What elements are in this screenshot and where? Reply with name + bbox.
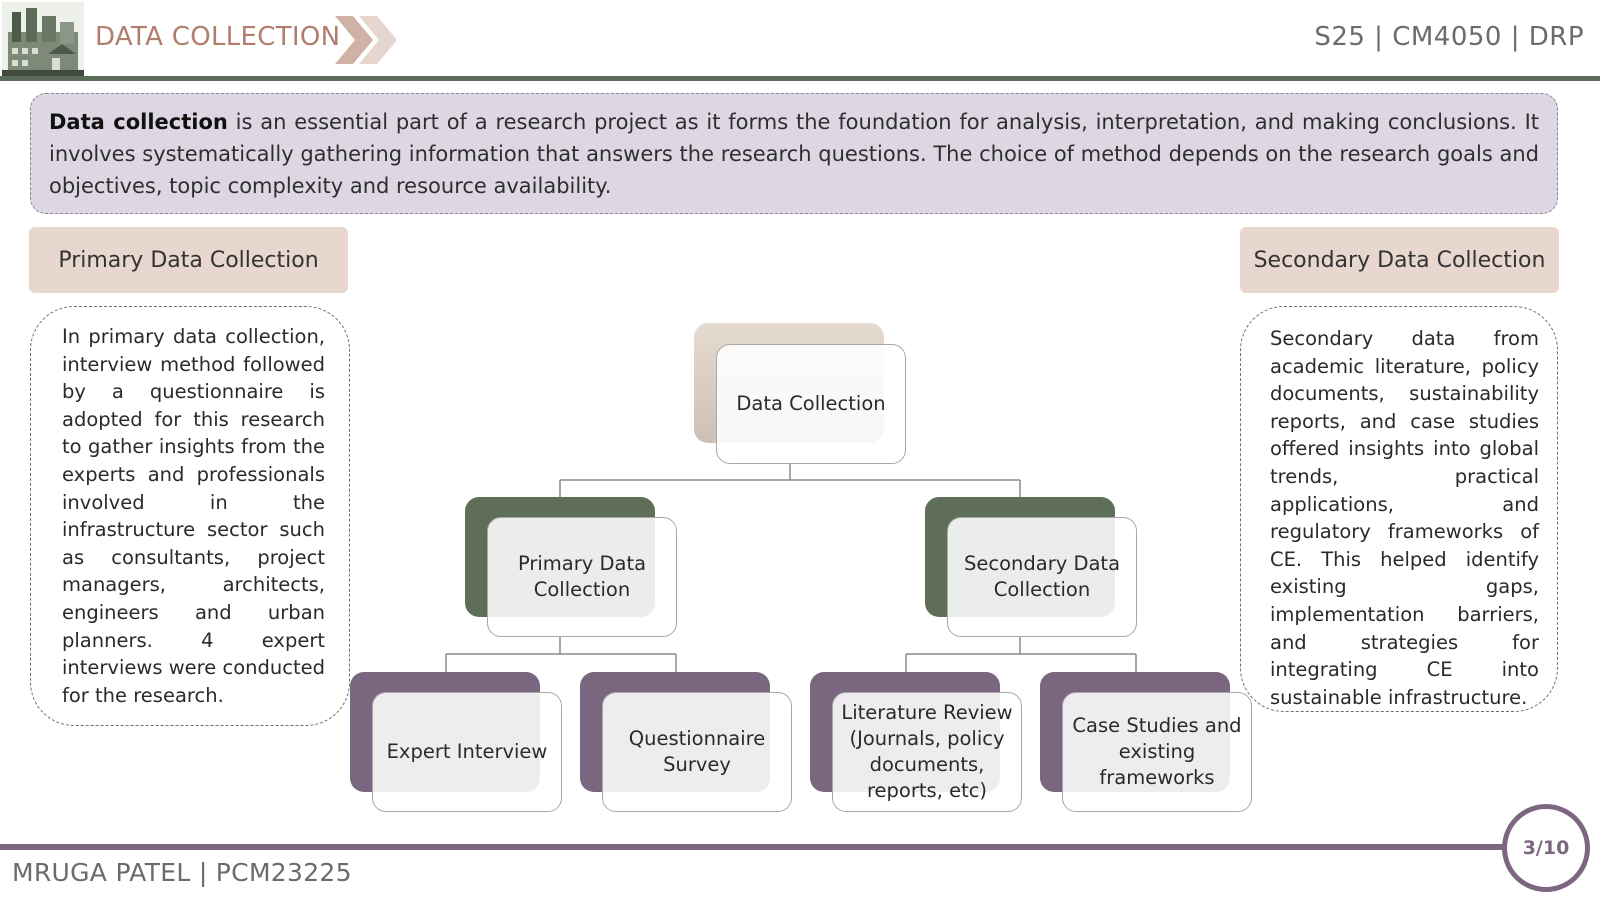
expert-interview-node: Expert Interview bbox=[372, 692, 562, 812]
root-node: Data Collection bbox=[716, 344, 906, 464]
secondary-collection-heading: Secondary Data Collection bbox=[1240, 227, 1559, 293]
questionnaire-node: Questionnaire Survey bbox=[602, 692, 792, 812]
secondary-collection-description: Secondary data from academic literature,… bbox=[1240, 306, 1558, 712]
course-code: S25 | CM4050 | DRP bbox=[1314, 22, 1584, 52]
intro-box: Data collection is an essential part of … bbox=[30, 93, 1558, 214]
secondary-node: Secondary Data Collection bbox=[947, 517, 1137, 637]
intro-lead: Data collection bbox=[49, 110, 228, 134]
page-number: 3/10 bbox=[1522, 837, 1570, 859]
literature-review-node: Literature Review (Journals, policy docu… bbox=[832, 692, 1022, 812]
footer-divider bbox=[0, 844, 1510, 850]
case-studies-node: Case Studies and existing frameworks bbox=[1062, 692, 1252, 812]
header-divider bbox=[0, 76, 1600, 81]
primary-collection-description: In primary data collection, interview me… bbox=[30, 306, 350, 726]
author-footer: MRUGA PATEL | PCM23225 bbox=[12, 858, 352, 887]
page-number-badge: 3/10 bbox=[1502, 804, 1590, 892]
primary-collection-heading: Primary Data Collection bbox=[29, 227, 348, 293]
primary-node: Primary Data Collection bbox=[487, 517, 677, 637]
page-title: DATA COLLECTION bbox=[95, 22, 341, 52]
intro-text: is an essential part of a research proje… bbox=[49, 110, 1539, 198]
logo-building-icon bbox=[2, 2, 84, 76]
chevron-right-icon bbox=[335, 14, 415, 66]
